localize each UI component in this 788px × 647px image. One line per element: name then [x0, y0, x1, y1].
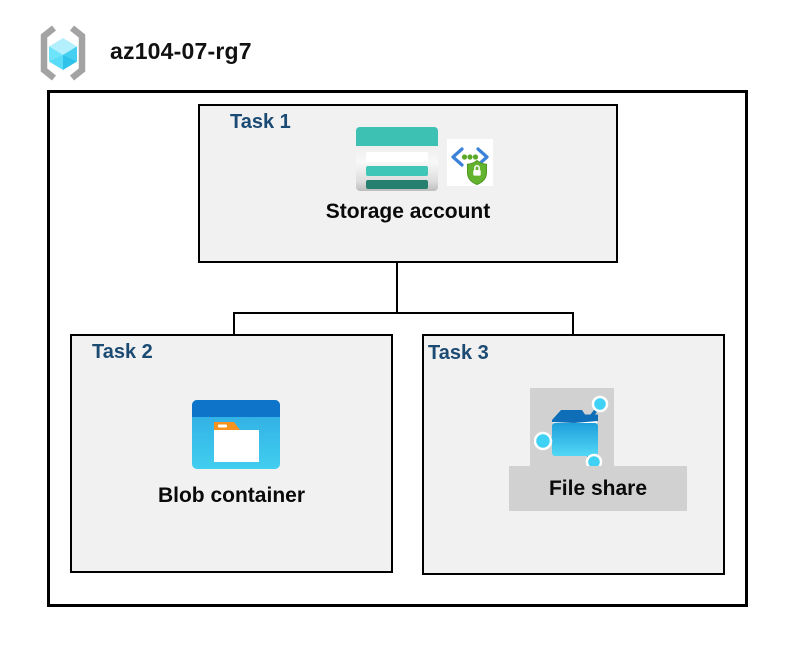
storage-account-icon: [356, 127, 438, 191]
secure-api-icon: [447, 139, 493, 186]
resource-group-name: az104-07-rg7: [110, 38, 252, 64]
blob-container-icon: [192, 400, 280, 469]
task2-label: Task 2: [92, 341, 153, 363]
file-share-label-band: File share: [509, 466, 687, 511]
resource-group-icon: [33, 23, 93, 83]
task1-label: Task 1: [230, 111, 291, 133]
file-share-caption: File share: [548, 476, 648, 500]
storage-account-caption: Storage account: [325, 200, 491, 223]
task3-label: Task 3: [428, 342, 489, 364]
connector-storage-down: [396, 237, 398, 313]
file-share-icon: [534, 390, 618, 470]
connector-horizontal: [233, 312, 574, 314]
blob-container-caption: Blob container: [157, 484, 305, 507]
